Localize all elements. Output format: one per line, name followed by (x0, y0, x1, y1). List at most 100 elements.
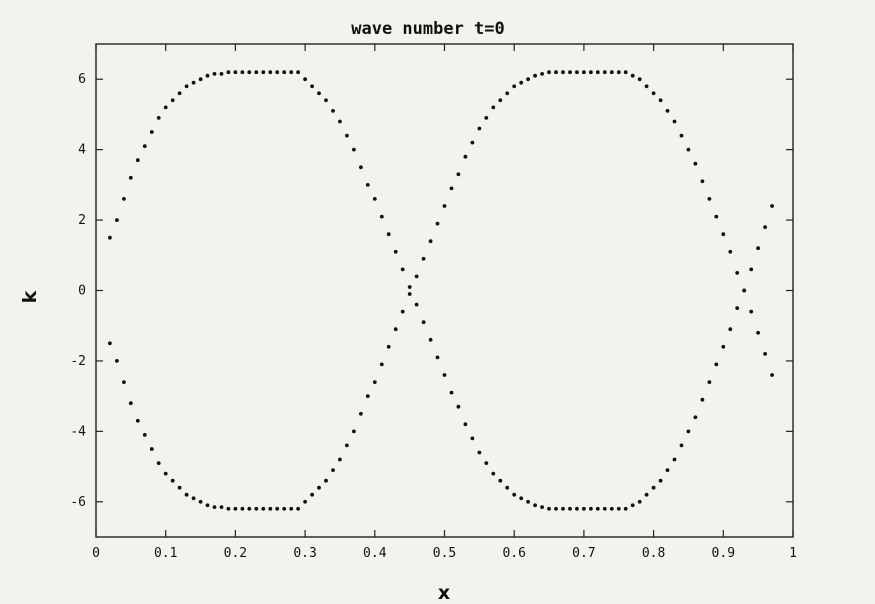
series-1-points (108, 70, 774, 511)
data-point (407, 292, 412, 296)
data-point (352, 429, 356, 434)
data-point (191, 80, 196, 85)
data-point (421, 320, 426, 325)
data-point (609, 506, 614, 511)
data-point (386, 344, 391, 349)
data-point (163, 105, 168, 110)
data-points (108, 70, 774, 511)
data-point (268, 70, 273, 75)
data-point (310, 84, 314, 89)
data-point (435, 221, 440, 226)
y-tick-label: 0 (78, 284, 86, 299)
data-point (721, 232, 726, 237)
data-point (568, 70, 572, 75)
data-point (156, 461, 161, 465)
data-point (763, 352, 767, 356)
data-point (247, 70, 252, 75)
data-point (226, 506, 231, 511)
data-point (317, 91, 321, 96)
data-point (498, 478, 503, 483)
data-point (212, 72, 217, 76)
x-tick-label: 1 (789, 546, 797, 561)
data-point (435, 355, 440, 360)
data-point (400, 309, 405, 314)
data-point (756, 330, 760, 335)
x-axis-label: x (438, 582, 450, 604)
data-point (338, 457, 342, 462)
data-point (428, 337, 433, 342)
data-point (149, 130, 154, 134)
data-point (177, 485, 182, 490)
data-point (672, 457, 677, 462)
data-point (582, 506, 586, 511)
data-point (505, 91, 510, 96)
data-point (108, 235, 112, 240)
x-tick-label: 0.1 (154, 546, 177, 561)
data-point (707, 197, 712, 201)
data-point (233, 506, 238, 511)
data-point (261, 506, 266, 511)
data-point (442, 373, 447, 377)
data-point (282, 506, 287, 511)
data-point (763, 225, 767, 230)
y-axis-label: k (19, 290, 41, 303)
data-point (163, 471, 168, 476)
data-point (512, 492, 517, 497)
x-tick-label: 0.9 (712, 546, 735, 561)
data-point (714, 214, 719, 219)
data-point (254, 70, 259, 75)
data-point (108, 341, 112, 346)
data-point (707, 380, 712, 384)
data-point (561, 506, 565, 511)
data-point (226, 70, 231, 75)
data-point (170, 98, 175, 103)
y-tick-label: -2 (70, 354, 86, 369)
data-point (714, 362, 719, 367)
data-point (400, 267, 405, 272)
data-point (247, 506, 252, 511)
data-point (756, 246, 760, 251)
data-point (170, 478, 175, 483)
data-point (547, 70, 551, 75)
data-point (352, 147, 356, 152)
data-point (115, 218, 119, 223)
data-point (219, 505, 224, 509)
data-point (456, 172, 461, 177)
data-point (491, 471, 496, 476)
data-point (379, 362, 384, 367)
x-tick-label: 0 (92, 546, 100, 561)
data-point (310, 492, 314, 497)
data-point (456, 404, 461, 409)
data-point (324, 478, 328, 483)
data-point (616, 70, 621, 75)
data-point (149, 447, 154, 451)
data-point (658, 478, 663, 483)
data-point (372, 197, 377, 201)
data-point (679, 443, 684, 448)
data-point (449, 186, 454, 191)
data-point (296, 70, 300, 75)
data-point (637, 77, 642, 82)
data-point (519, 496, 524, 501)
data-point (282, 70, 287, 75)
data-point (191, 496, 196, 501)
data-point (609, 70, 614, 75)
data-point (345, 443, 349, 448)
data-point (491, 105, 496, 110)
data-point (205, 503, 210, 508)
data-point (665, 468, 670, 472)
data-point (414, 302, 419, 307)
data-point (589, 70, 593, 75)
y-tick-label: 2 (78, 213, 86, 228)
data-point (240, 70, 245, 75)
data-point (651, 91, 656, 96)
data-point (728, 327, 733, 332)
data-point (575, 506, 579, 511)
data-point (135, 158, 140, 163)
data-point (728, 249, 733, 254)
data-point (268, 506, 273, 511)
data-point (386, 232, 391, 237)
data-point (421, 256, 426, 261)
